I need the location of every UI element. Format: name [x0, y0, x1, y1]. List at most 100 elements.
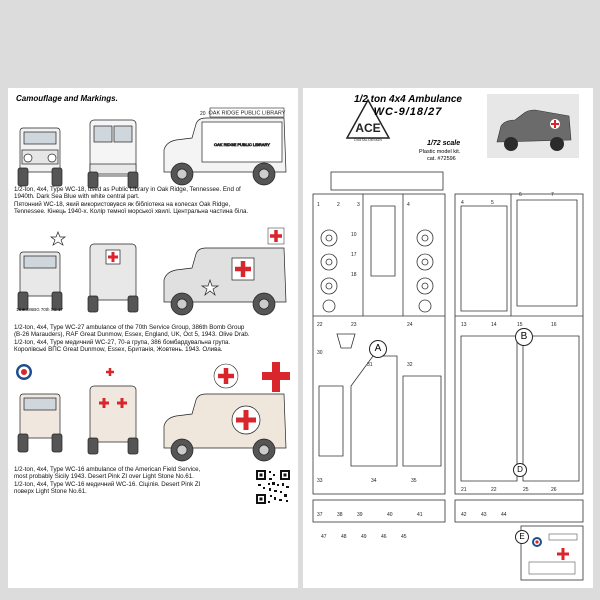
svg-text:46: 46 — [381, 534, 387, 540]
svg-text:21: 21 — [461, 487, 467, 493]
camouflage-page: Camouflage and Markings. OAK RIDGE PUBLI… — [8, 88, 298, 588]
sprue-a-label: A — [369, 340, 387, 358]
star-icon — [49, 231, 67, 246]
scheme3-line: most probably Sicily 1943. Desert Pink Z… — [14, 473, 194, 481]
scheme3-line: поверх Light Stone No.61. — [14, 488, 87, 496]
svg-text:41: 41 — [417, 512, 423, 518]
scheme1-side-view: OAK RIDGE PUBLIC LIBRARY — [163, 117, 287, 186]
scheme3-cross-decals — [213, 362, 290, 392]
svg-text:6: 6 — [519, 192, 522, 198]
svg-text:34: 34 — [371, 478, 377, 484]
decal-items — [528, 533, 578, 575]
svg-text:40: 40 — [387, 512, 393, 518]
qr-code[interactable] — [254, 468, 292, 506]
svg-text:48: 48 — [341, 534, 347, 540]
svg-text:14: 14 — [491, 322, 497, 328]
red-cross-icon — [235, 261, 251, 277]
bottom-sprue-b-frame — [454, 499, 584, 523]
svg-text:31: 31 — [367, 362, 373, 368]
svg-text:16: 16 — [551, 322, 557, 328]
svg-text:5: 5 — [491, 200, 494, 206]
decal-sprue-frame — [520, 525, 584, 581]
svg-text:37: 37 — [317, 512, 323, 518]
sprue-d-label: D — [513, 463, 527, 477]
scheme3-line: 1/2-ton, 4x4, Type WC-16 ambulance of th… — [14, 466, 201, 473]
svg-text:13: 13 — [461, 322, 467, 328]
svg-text:1: 1 — [317, 202, 320, 208]
product-model: WC-9/18/27 — [373, 106, 443, 118]
red-cross-icon — [99, 398, 109, 408]
scheme3-rear-view — [87, 368, 139, 455]
scheme3-side-view — [163, 393, 287, 462]
scheme2-rear-view — [87, 243, 139, 313]
svg-text:38: 38 — [337, 512, 343, 518]
product-title: 1/2 ton 4x4 Ambulance — [354, 94, 462, 105]
sprue-e-label: E — [515, 530, 529, 544]
van-side-lettering: OAK RIDGE PUBLIC LIBRARY — [214, 142, 270, 147]
svg-text:45: 45 — [401, 534, 407, 540]
svg-text:7: 7 — [551, 192, 554, 198]
scheme2-line: 1/2-ton, 4x4, Type медичний WC-27, 70-а … — [14, 338, 231, 346]
svg-text:4: 4 — [461, 200, 464, 206]
scheme3-line: 1/2-ton, 4x4, Type WC-16 медичний WC-16.… — [14, 480, 201, 488]
svg-text:22: 22 — [491, 487, 497, 493]
svg-text:15: 15 — [517, 322, 523, 328]
scheme1-line: 1/2-ton, 4x4, Type WC-18, used as Public… — [14, 186, 241, 193]
svg-text:23: 23 — [351, 322, 357, 328]
body-parts-a — [318, 205, 442, 467]
raf-roundel-icon — [16, 364, 32, 380]
scheme2-line: 1/2-ton, 4x4, Type WC-27 ambulance of th… — [14, 324, 245, 331]
svg-text:47: 47 — [321, 534, 327, 540]
sprue-b-frame — [454, 193, 584, 495]
scheme1-description: 1/2-ton, 4x4, Type WC-18, used as Public… — [14, 186, 296, 216]
scheme2-line: Королівські ВПС Great Dunmow, Essex, Бри… — [14, 346, 223, 354]
camouflage-heading: Camouflage and Markings. — [16, 94, 118, 103]
svg-text:18: 18 — [351, 272, 357, 278]
svg-text:42: 42 — [461, 512, 467, 518]
svg-text:10: 10 — [351, 232, 357, 238]
svg-text:24: 24 — [407, 322, 413, 328]
sprue-page: ACE DIGITAL DESIGN 1/2 ton 4x4 Ambulance… — [303, 88, 593, 588]
scheme1-rear-view — [87, 119, 139, 189]
scheme2-cross-decal — [267, 227, 285, 245]
scheme1-line: Tennessee. Кінець 1940-х. Колір темної м… — [14, 208, 249, 216]
svg-text:43: 43 — [481, 512, 487, 518]
small-sprue-frame — [330, 171, 444, 191]
callout-20: 20 — [200, 111, 206, 117]
svg-text:25: 25 — [523, 487, 529, 493]
wheel-parts — [320, 229, 434, 313]
scheme2-side-view — [163, 247, 287, 316]
svg-text:3: 3 — [357, 202, 360, 208]
scheme2-line: (B-26 Marauders), RAF Great Dunmow, Esse… — [14, 331, 250, 339]
catalog-number: cat. #72596 — [427, 156, 456, 162]
scheme1-line: Пятонний WC-18, який використовувся як б… — [14, 200, 231, 208]
scheme1-line: 1940th. Dark Sea Blue with white central… — [14, 193, 140, 201]
svg-text:2: 2 — [337, 202, 340, 208]
svg-text:39: 39 — [357, 512, 363, 518]
red-cross-icon — [106, 368, 114, 376]
svg-text:4: 4 — [407, 202, 410, 208]
svg-text:30: 30 — [317, 350, 323, 356]
bottom-sprue-a-frame — [312, 499, 446, 523]
svg-text:32: 32 — [407, 362, 413, 368]
library-sign-text: OAK RIDGE PUBLIC LIBRARY — [209, 111, 286, 117]
svg-text:44: 44 — [501, 512, 507, 518]
svg-text:26: 26 — [551, 487, 557, 493]
body-parts-b — [460, 199, 580, 482]
scheme2-front-view — [17, 231, 67, 311]
red-cross-icon — [117, 398, 127, 408]
svg-text:22: 22 — [317, 322, 323, 328]
library-sign-decal: OAK RIDGE PUBLIC LIBRARY 20 — [200, 107, 286, 118]
scheme3-description: 1/2-ton, 4x4, Type WC-16 ambulance of th… — [14, 466, 214, 496]
ace-logo-subtitle: DIGITAL DESIGN — [354, 138, 382, 142]
svg-text:49: 49 — [361, 534, 367, 540]
ace-logo: ACE DIGITAL DESIGN — [345, 98, 391, 142]
scheme3-front-view — [17, 393, 63, 453]
scheme1-views: OAK RIDGE PUBLIC LIBRARY OAK RIDGE PUBLI… — [17, 107, 287, 189]
scheme3-views — [16, 362, 290, 462]
scheme2-description: 1/2-ton, 4x4, Type WC-27 ambulance of th… — [14, 324, 296, 354]
star-icon — [200, 278, 220, 297]
scale-label: 1/72 scale — [427, 140, 461, 147]
scheme1-front-view — [17, 127, 63, 187]
